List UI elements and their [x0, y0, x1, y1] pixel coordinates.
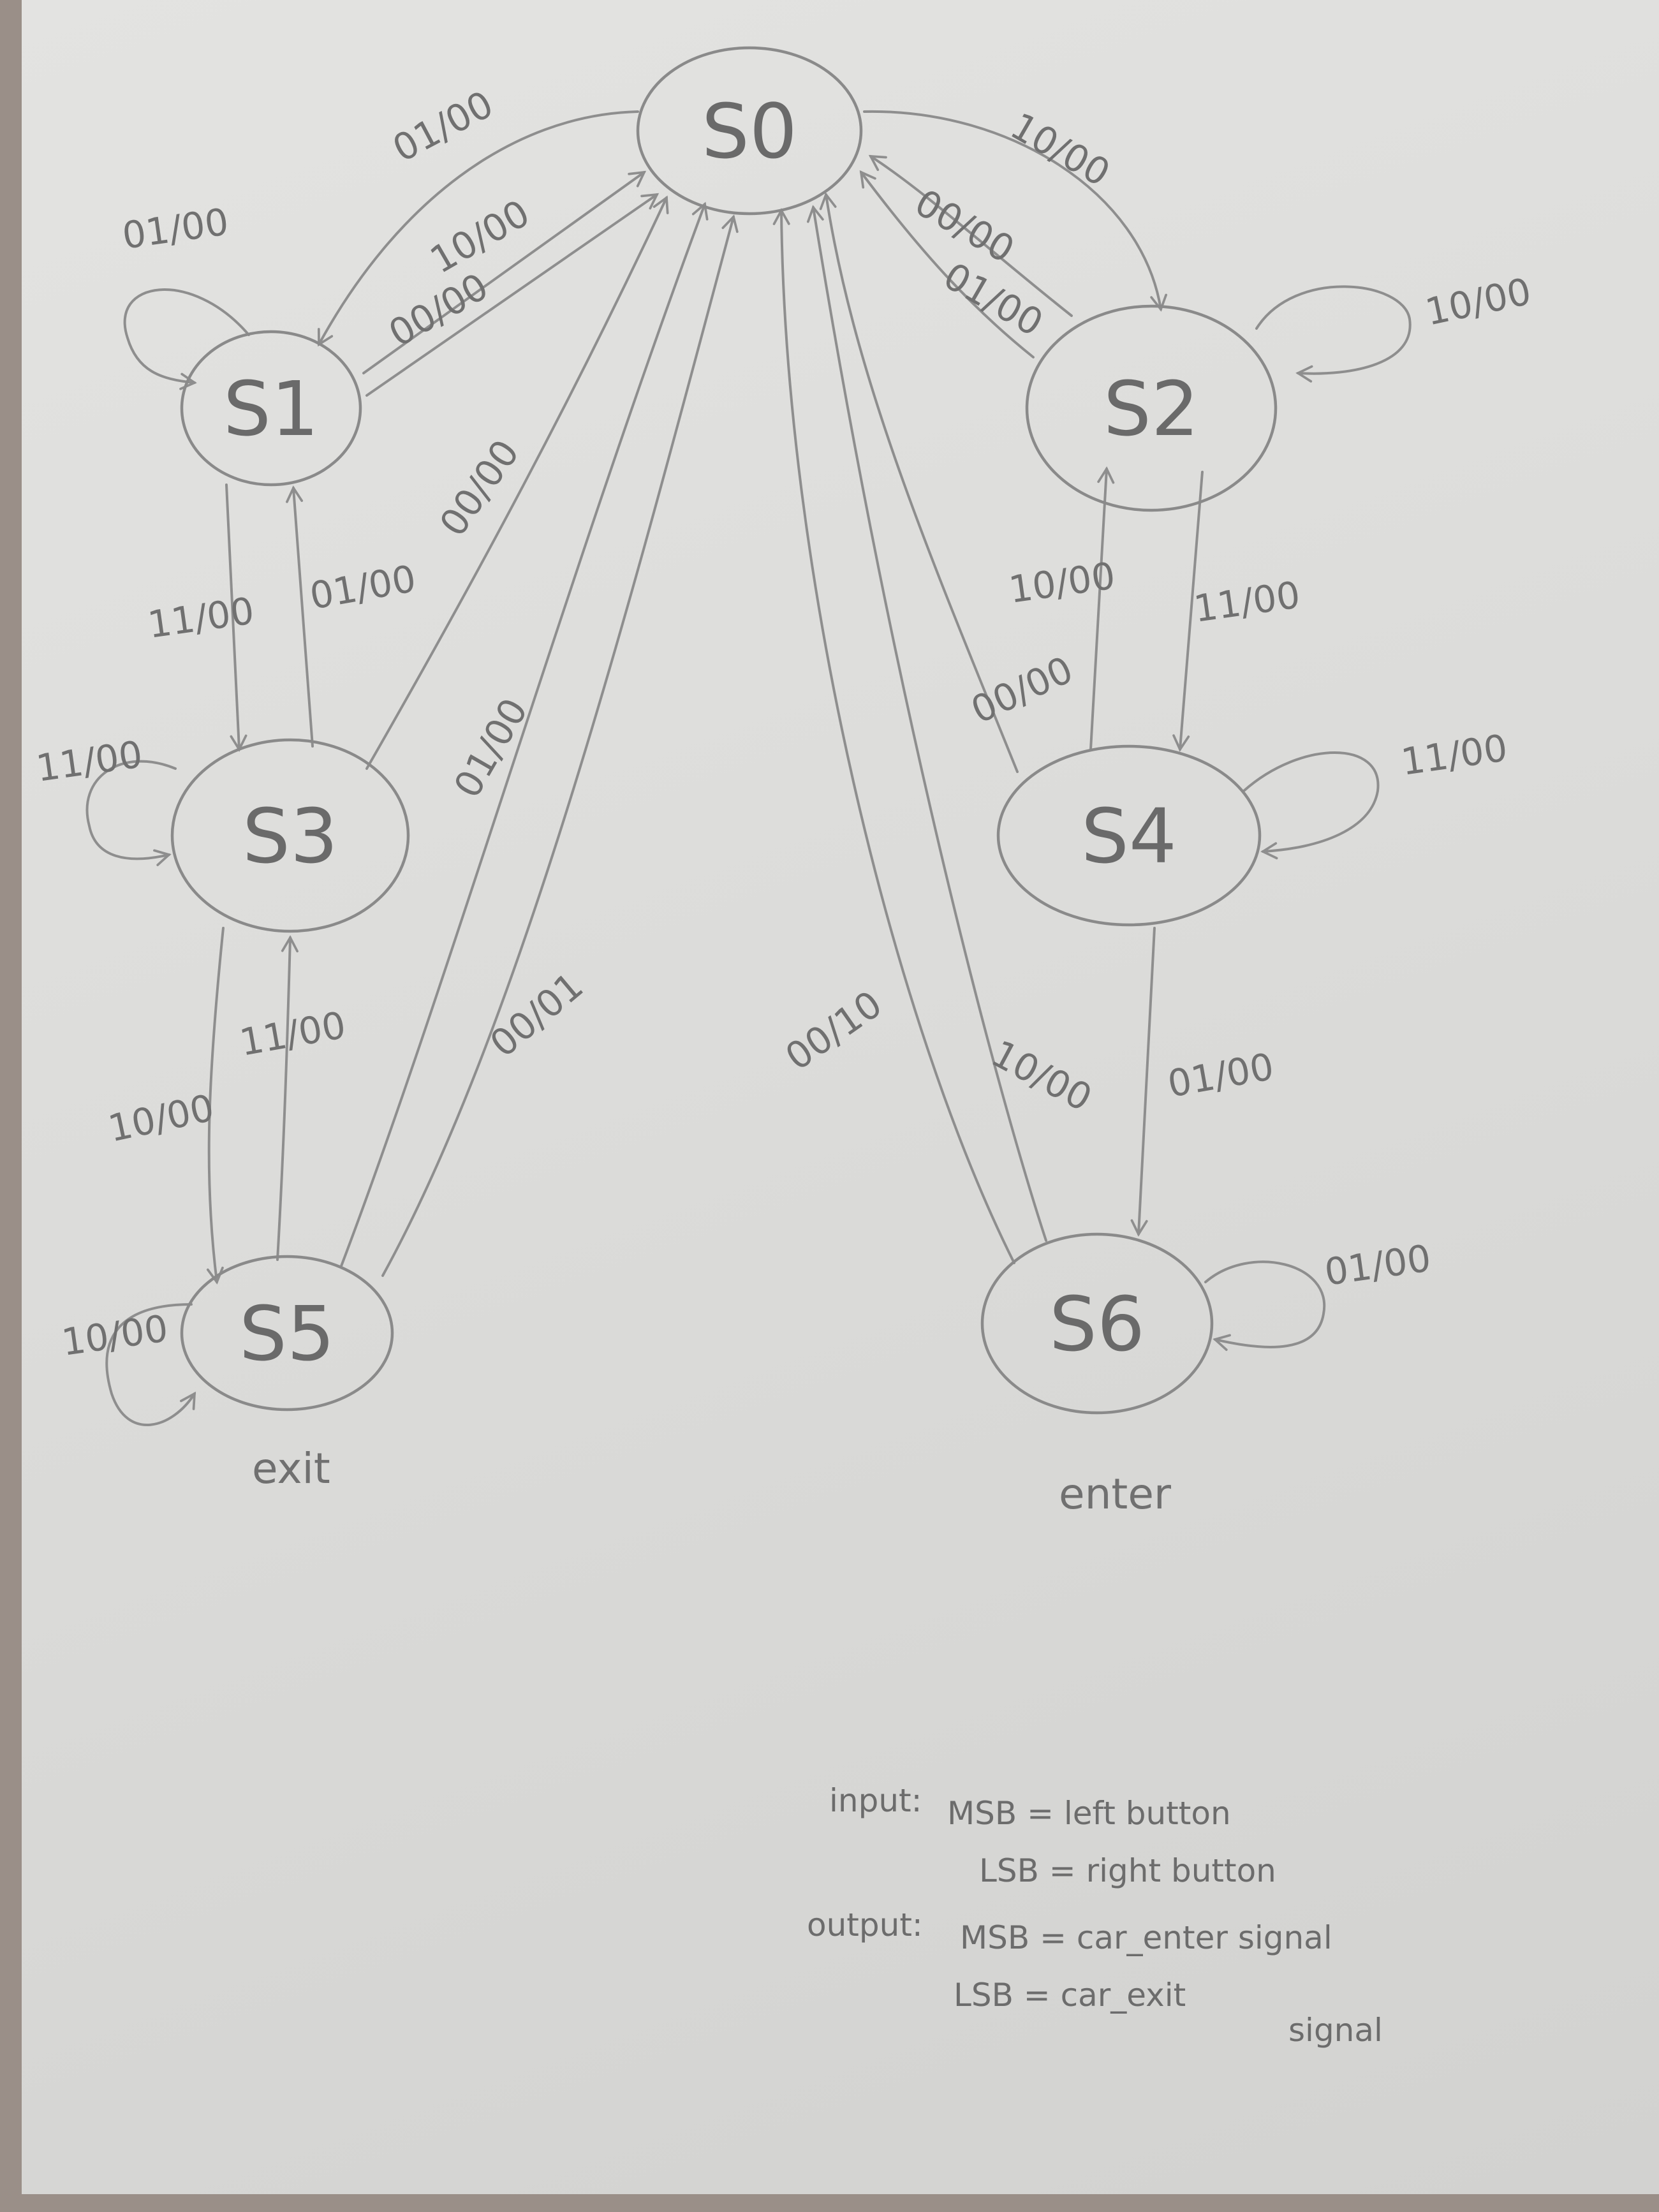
- transition-label: 00/00: [431, 432, 528, 544]
- transition-s4-s6: [1130, 927, 1156, 1237]
- legend-input-lsb: LSB = right button: [979, 1852, 1276, 1889]
- state-note-s6: enter: [1059, 1470, 1172, 1519]
- legend-output-msb: MSB = car_enter signal: [960, 1919, 1332, 1956]
- transition-s4-s0: [819, 192, 1019, 773]
- transition-s5-s0: [381, 214, 739, 1277]
- transition-s6-s6: [1204, 1260, 1326, 1352]
- state-label-s5: S5: [239, 1290, 335, 1378]
- transition-label: 10/00: [1422, 269, 1535, 334]
- legend-input-msb: MSB = left button: [947, 1795, 1231, 1832]
- state-node-s4: [996, 744, 1262, 927]
- transition-s1-s1: [123, 288, 250, 390]
- transition-s5-s0: [340, 202, 709, 1267]
- transition-label: 00/00: [381, 265, 496, 355]
- transition-label: 10/00: [1006, 554, 1117, 612]
- transition-s6-s0: [806, 205, 1047, 1242]
- state-label-s0: S0: [702, 87, 797, 175]
- transition-label: 00/10: [778, 982, 890, 1079]
- transition-label: 11/00: [1398, 726, 1510, 784]
- state-label-s1: S1: [223, 365, 319, 453]
- transition-label: 01/00: [1322, 1236, 1433, 1294]
- transition-s3-s1: [286, 485, 314, 748]
- transition-label: 01/00: [386, 82, 501, 171]
- transition-label: 10/00: [984, 1031, 1099, 1120]
- transition-s4-s4: [1242, 751, 1380, 860]
- state-node-s3: [170, 738, 410, 933]
- legend-output-lsb-cont: signal: [1288, 2012, 1383, 2049]
- transition-label: 01/00: [119, 200, 231, 258]
- transition-s3-s0: [365, 195, 669, 770]
- transition-s2-s0: [859, 170, 1035, 358]
- transition-label: 10/00: [1003, 104, 1117, 195]
- transition-label: 10/00: [59, 1306, 170, 1364]
- transition-s0-s1: [317, 110, 639, 347]
- transition-label: 11/00: [145, 589, 256, 647]
- transition-label: 10/00: [423, 191, 537, 282]
- transition-s2-s4: [1172, 471, 1204, 752]
- legend-output-title: output:: [807, 1906, 923, 1943]
- transition-s5-s3: [276, 935, 299, 1261]
- transition-s2-s2: [1255, 285, 1412, 383]
- transition-label: 01/00: [445, 691, 536, 805]
- transition-s6-s0: [772, 208, 1015, 1264]
- state-node-s2: [1025, 304, 1278, 512]
- state-node-s1: [180, 330, 362, 487]
- transition-s1-s0: [365, 193, 660, 397]
- transition-label: 00/00: [964, 647, 1079, 732]
- legend-output-lsb: LSB = car_exit: [954, 1977, 1186, 2014]
- state-node-s6: [980, 1232, 1214, 1415]
- legend: input: MSB = left button LSB = right but…: [807, 1782, 1383, 2049]
- state-node-s0: [636, 46, 863, 216]
- transition-label: 11/00: [1191, 573, 1302, 631]
- transition-s2-s0: [868, 154, 1073, 317]
- transition-s4-s2: [1089, 466, 1115, 751]
- transition-s0-s2: [863, 110, 1167, 312]
- transition-s1-s0: [362, 170, 647, 374]
- transition-label: 01/00: [307, 557, 419, 618]
- state-label-s2: S2: [1103, 365, 1199, 453]
- state-note-s5: exit: [252, 1444, 330, 1493]
- transition-label: 01/00: [1165, 1045, 1277, 1106]
- state-label-s4: S4: [1081, 792, 1177, 880]
- transition-s3-s5: [206, 927, 225, 1285]
- transition-s3-s3: [85, 760, 177, 866]
- transition-label: 11/00: [237, 1003, 349, 1065]
- legend-input-title: input:: [829, 1782, 922, 1819]
- state-label-s6: S6: [1049, 1280, 1145, 1368]
- transition-label: 10/00: [105, 1086, 218, 1150]
- transition-s1-s3: [225, 483, 247, 752]
- state-node-s5: [180, 1255, 394, 1412]
- state-label-s3: S3: [242, 792, 338, 880]
- transition-label: 11/00: [33, 732, 145, 790]
- transition-s5-s5: [105, 1303, 196, 1427]
